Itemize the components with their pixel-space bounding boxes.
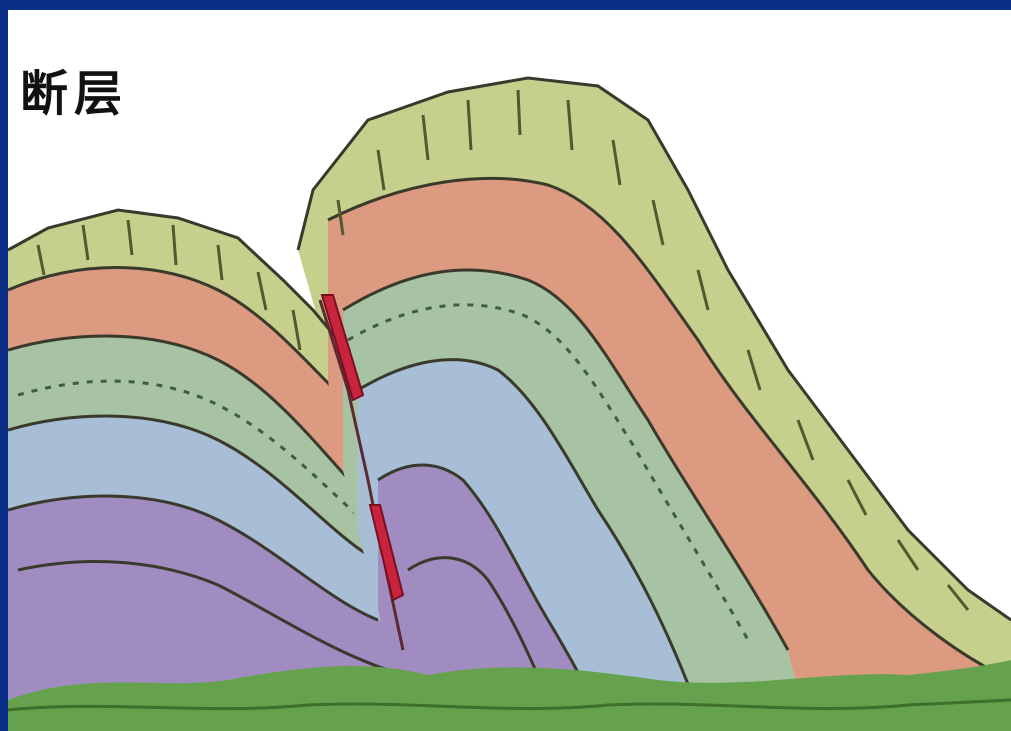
page-title: 断层 xyxy=(20,54,128,124)
right-fault-block xyxy=(288,70,1011,731)
figure-canvas: 断层 xyxy=(8,10,1011,731)
fault-diagram xyxy=(8,10,1011,731)
